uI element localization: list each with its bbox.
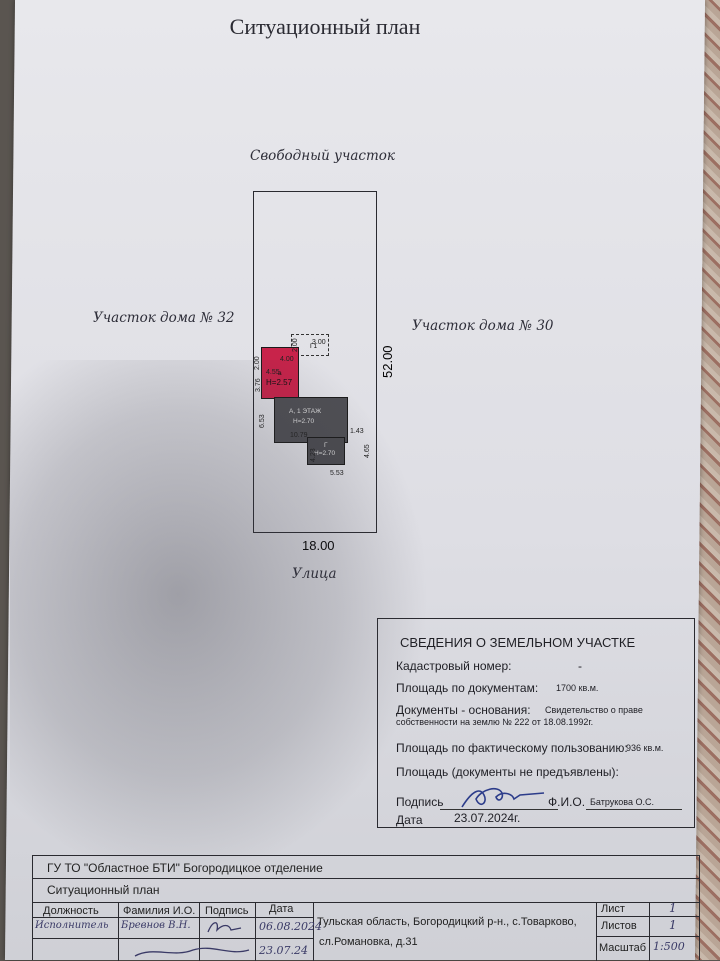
stamp-row1-date: 06.08.2024 <box>259 920 322 933</box>
stamp-col-sign: Подпись <box>205 905 249 917</box>
fio-line <box>586 809 682 810</box>
house-height: Н=2.70 <box>293 418 315 425</box>
title-block-stamp: ГУ ТО "Областное БТИ" Богородицкое отдел… <box>32 855 700 961</box>
dim-ext-side-top: 2.00 <box>254 356 261 370</box>
stamp-col-4 <box>313 902 314 961</box>
info-heading: СВЕДЕНИЯ О ЗЕМЕЛЬНОМ УЧАСТКЕ <box>400 635 636 650</box>
plot-depth-label: 52.00 <box>380 345 395 378</box>
page-title: Ситуационный план <box>229 14 421 39</box>
stamp-row2-date: 23.07.24 <box>259 944 308 957</box>
stamp-col-position: Должность <box>43 905 99 917</box>
porch-outline: Г1 <box>291 334 329 356</box>
stamp-rule-6 <box>596 936 699 937</box>
signature-mark <box>461 787 545 808</box>
stamp-row1-position: Исполнитель <box>35 920 109 931</box>
land-info-box: СВЕДЕНИЯ О ЗЕМЕЛЬНОМ УЧАСТКЕ Кадастровый… <box>377 618 695 828</box>
dim-house-side: 6.53 <box>259 414 266 428</box>
extension-height: Н=2.57 <box>266 378 293 387</box>
dim-garage-width: 5.53 <box>330 470 344 477</box>
dim-house-width: 10.79 <box>290 432 308 439</box>
extension-label: а <box>278 370 282 377</box>
docs-basis-label: Документы - основания: <box>396 703 531 717</box>
stamp-col-6 <box>649 902 650 961</box>
dim-ext-top: 4.00 <box>280 356 294 363</box>
cadastral-label: Кадастровый номер: <box>396 659 512 673</box>
stamp-rule-3 <box>33 917 313 918</box>
label-right-house-30: Участок дома № 30 <box>412 318 554 334</box>
cadastral-value: - <box>578 659 582 673</box>
stamp-rule-4 <box>33 938 313 939</box>
label-top-free-plot: Свободный участок <box>250 148 395 164</box>
label-bottom-street: Улица <box>292 566 337 582</box>
stamp-col-5 <box>596 902 597 961</box>
date-label: Дата <box>396 813 423 827</box>
stamp-col-name: Фамилия И.О. <box>123 905 196 917</box>
porch-label: Г1 <box>310 343 318 350</box>
stamp-rule-5 <box>596 916 699 917</box>
stamp-row1-name: Бревнов В.Н. <box>121 920 191 931</box>
building-garage: Г Н=2.70 <box>307 437 345 465</box>
area-no-docs-label: Площадь (документы не предъявлены): <box>396 765 619 779</box>
stamp-rule-1 <box>33 878 699 879</box>
stamp-address-1: Тульская область, Богородицкий р-н., с.Т… <box>317 916 577 928</box>
stamp-scale-value: 1:500 <box>653 940 685 953</box>
area-fact-label: Площадь по фактическому пользованию: <box>396 741 628 755</box>
stamp-doc-title: Ситуационный план <box>47 883 160 897</box>
stamp-col-3 <box>255 902 256 961</box>
area-fact-value: 936 кв.м. <box>626 743 664 753</box>
stamp-row1-signature <box>207 922 242 933</box>
garage-height: Н=2.70 <box>314 450 336 457</box>
plot-width-label: 18.00 <box>302 538 335 553</box>
stamp-address-2: сл.Романовка, д.31 <box>319 936 418 948</box>
signature-line <box>440 809 558 810</box>
fio-label: Ф.И.О. <box>548 795 586 809</box>
stamp-col-date: Дата <box>269 903 294 915</box>
stamp-sheet-label: Лист <box>601 903 625 915</box>
area-docs-label: Площадь по документам: <box>396 681 539 695</box>
dim-garage-left: 4.23 <box>310 448 317 462</box>
dim-garage-offset: 1.43 <box>350 428 364 435</box>
date-value: 23.07.2024г. <box>454 811 521 825</box>
docs-basis-value-line1: Свидетельство о праве <box>545 705 643 715</box>
stamp-rule-2 <box>33 902 699 903</box>
land-plot-outline: Г1 а Н=2.57 А, 1 ЭТАЖ Н=2.70 Г Н=2.70 3.… <box>253 191 377 533</box>
area-docs-value: 1700 кв.м. <box>556 683 599 693</box>
docs-basis-value-line2: собственности на землю № 222 от 18.08.19… <box>396 717 594 727</box>
stamp-row2-signature <box>134 947 250 957</box>
dim-ext-width: 4.55 <box>266 369 280 376</box>
house-label: А, 1 ЭТАЖ <box>289 408 322 415</box>
stamp-scale-label: Масштаб <box>599 942 647 954</box>
label-left-house-32: Участок дома № 32 <box>93 310 235 326</box>
dim-porch: 3.00 <box>312 339 326 346</box>
stamp-sheet-value: 1 <box>669 901 677 915</box>
fio-value: Батрукова О.С. <box>590 797 654 807</box>
stamp-sheets-value: 1 <box>669 918 677 932</box>
stamp-col-2 <box>199 902 200 961</box>
stamp-col-1 <box>118 902 119 961</box>
stamp-org: ГУ ТО "Областное БТИ" Богородицкое отдел… <box>47 861 323 875</box>
dim-garage-right: 4.65 <box>364 444 371 458</box>
dim-ext-side: 3.76 <box>255 378 262 392</box>
signature-label: Подпись <box>396 795 444 809</box>
dim-porch-side: 2.00 <box>292 338 299 352</box>
garage-label: Г <box>324 442 328 449</box>
stamp-sheets-label: Листов <box>601 920 637 932</box>
